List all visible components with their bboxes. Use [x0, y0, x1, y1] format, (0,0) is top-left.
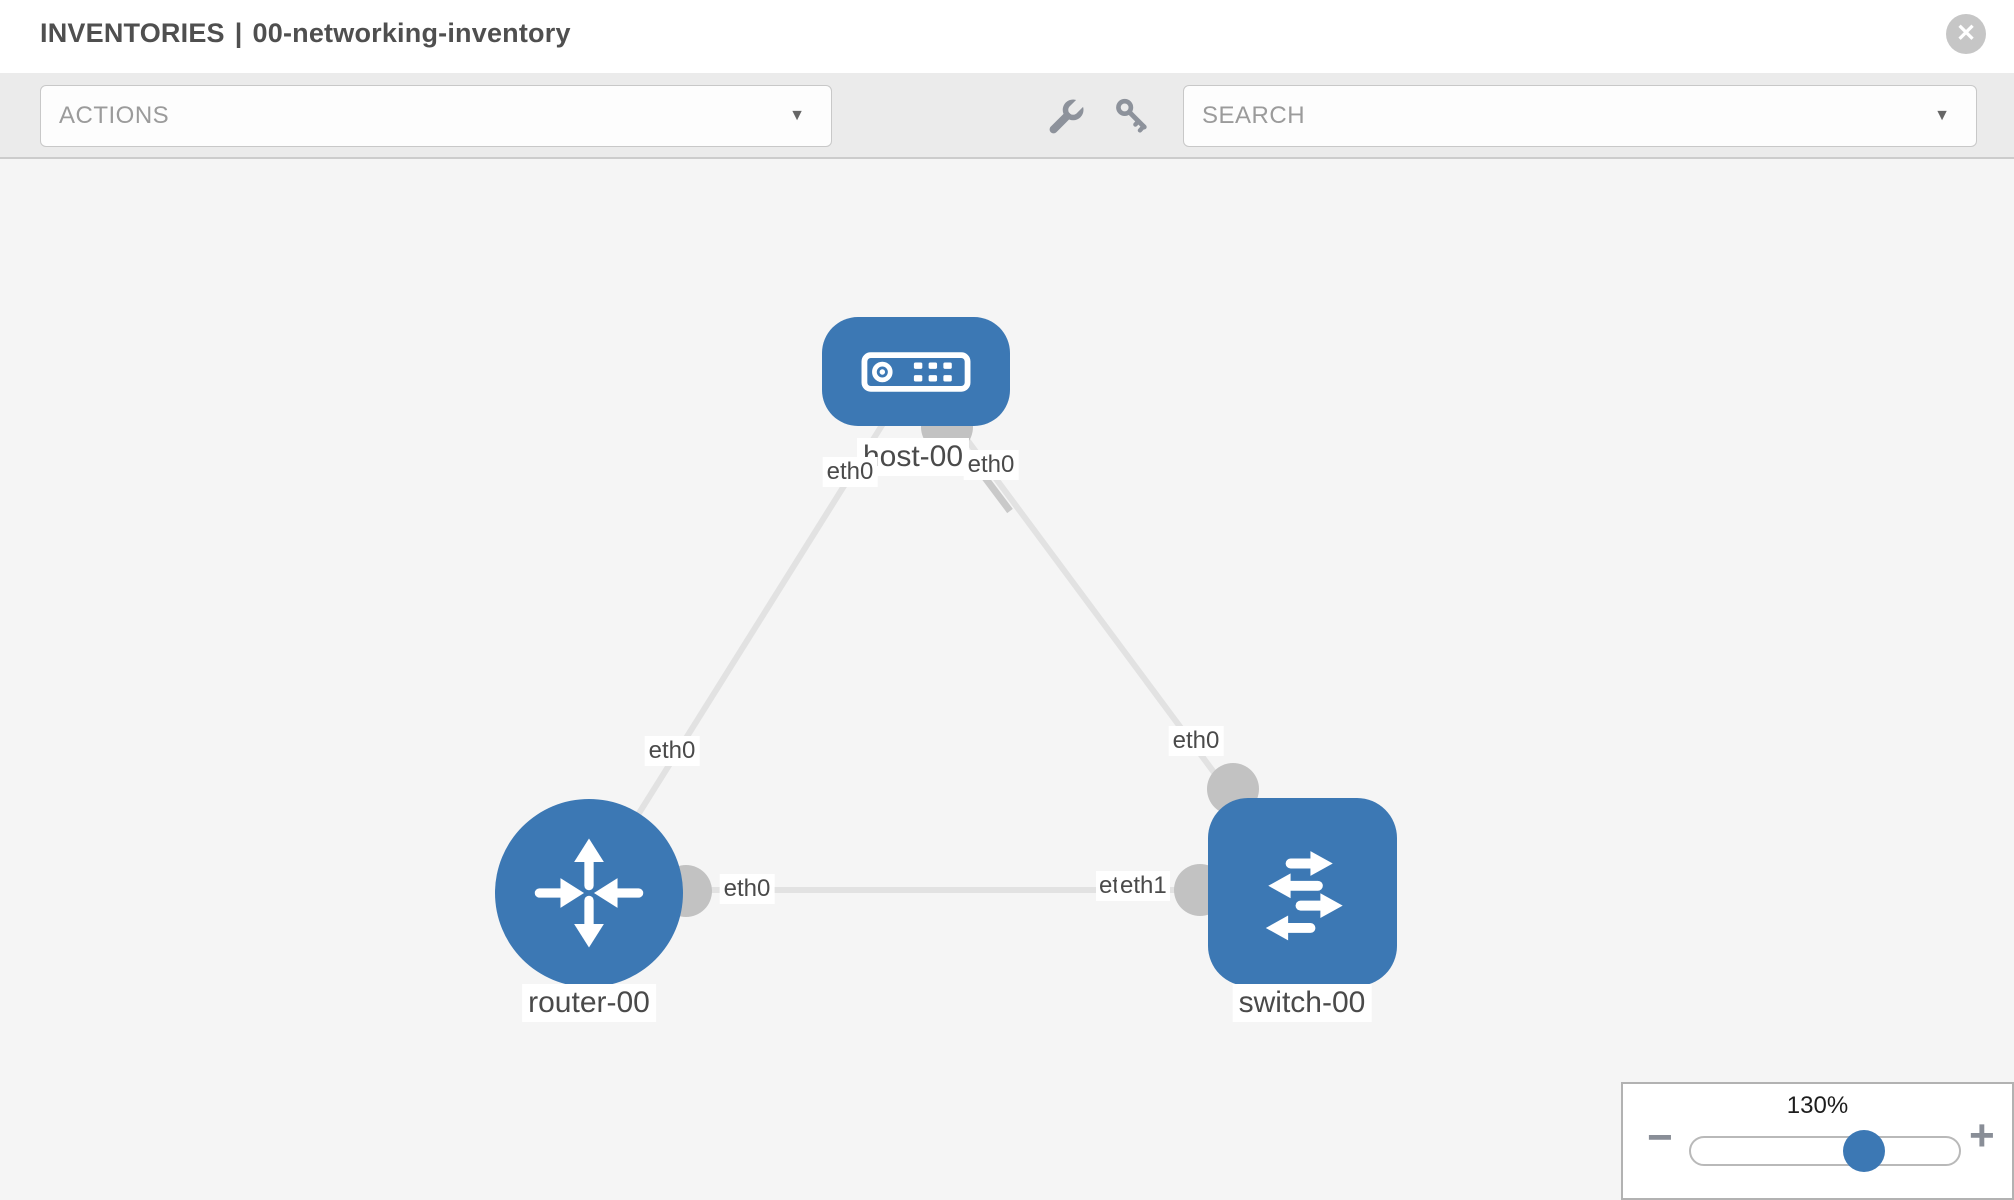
- zoom-level-value: 130%: [1786, 1092, 1849, 1119]
- port-label-near-router: eth0: [719, 874, 775, 904]
- key-tooth: [1133, 119, 1141, 127]
- zoom-out-button[interactable]: −: [1647, 1113, 1673, 1162]
- wrench-icon[interactable]: [1045, 94, 1089, 138]
- port-label-near-switch-eth1: eth1: [1117, 871, 1170, 901]
- actions-dropdown[interactable]: ACTIONS ▼: [40, 85, 832, 147]
- page-title: INVENTORIES | 00-networking-inventory: [40, 18, 571, 49]
- search-dropdown-label: SEARCH: [1202, 102, 1306, 129]
- wrench-handle: [1049, 112, 1071, 134]
- chevron-down-icon: ▼: [1934, 107, 1950, 124]
- topology-canvas[interactable]: host-00 router-00 switch-00 eth0 eth0 et…: [0, 159, 2014, 1200]
- node-switch-00[interactable]: [1208, 798, 1397, 986]
- topology-graph: [586, 369, 1305, 917]
- inventory-name: 00-networking-inventory: [252, 18, 571, 48]
- wrench-notch: [1069, 94, 1089, 114]
- search-dropdown[interactable]: SEARCH ▼: [1183, 85, 1977, 147]
- key-tooth: [1137, 124, 1146, 133]
- zoom-slider-track[interactable]: [1689, 1130, 1961, 1172]
- router-icon: [534, 838, 644, 948]
- host-icon: [861, 351, 971, 392]
- node-host-00[interactable]: [822, 317, 1010, 426]
- zoom-control-panel: 130% − +: [1621, 1082, 2014, 1200]
- toolbar: ACTIONS ▼ SEARCH ▼: [0, 73, 2014, 159]
- port-label-switch-top: eth0: [1168, 726, 1224, 756]
- node-router-00[interactable]: [495, 799, 683, 987]
- port-label-router-host-link: eth0: [644, 736, 700, 766]
- breadcrumb-section: INVENTORIES: [40, 18, 225, 48]
- node-label-router: router-00: [522, 984, 656, 1022]
- actions-dropdown-label: ACTIONS: [59, 102, 170, 129]
- header-bar: INVENTORIES | 00-networking-inventory ✕: [0, 0, 2014, 73]
- breadcrumb-separator: |: [234, 18, 243, 48]
- key-icon[interactable]: [1110, 94, 1154, 138]
- close-icon[interactable]: ✕: [1946, 14, 1986, 54]
- chevron-down-icon: ▼: [789, 107, 805, 124]
- node-label-switch: switch-00: [1232, 984, 1372, 1022]
- zoom-slider-thumb[interactable]: [1843, 1130, 1886, 1172]
- zoom-in-button[interactable]: +: [1969, 1111, 1995, 1160]
- port-label-host-left: eth0: [822, 457, 878, 487]
- switch-icon: [1265, 851, 1343, 941]
- port-label-host-right: eth0: [963, 450, 1019, 480]
